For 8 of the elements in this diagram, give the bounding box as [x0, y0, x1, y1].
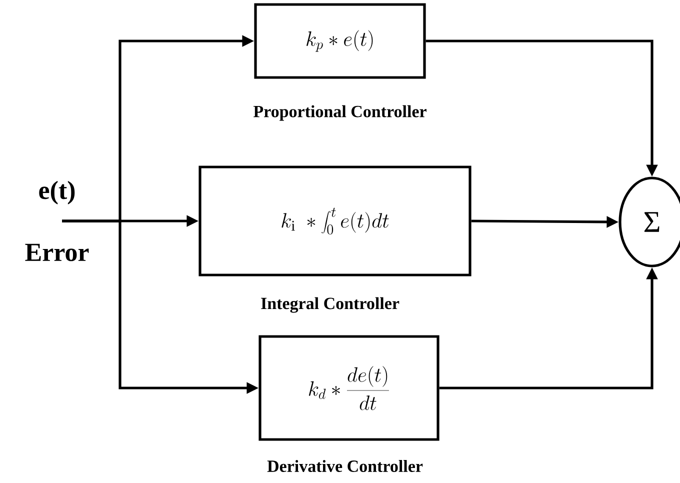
controller-box: $k_p * e(t)$ — [254, 3, 426, 79]
controller-box: $k_d * \frac{de(t)}{dt}$ — [258, 335, 440, 441]
node-label: Integral Controller — [261, 297, 400, 313]
input-label: e(t) Error — [25, 180, 89, 262]
node-label: Derivative Controller — [267, 460, 423, 472]
controller-box: $k_{\mathrm{i}} \; * \int_0^t e(t)dt$ — [198, 166, 472, 276]
node-label: Proportional Controller — [254, 105, 426, 121]
summing-junction: Σ — [618, 176, 680, 268]
